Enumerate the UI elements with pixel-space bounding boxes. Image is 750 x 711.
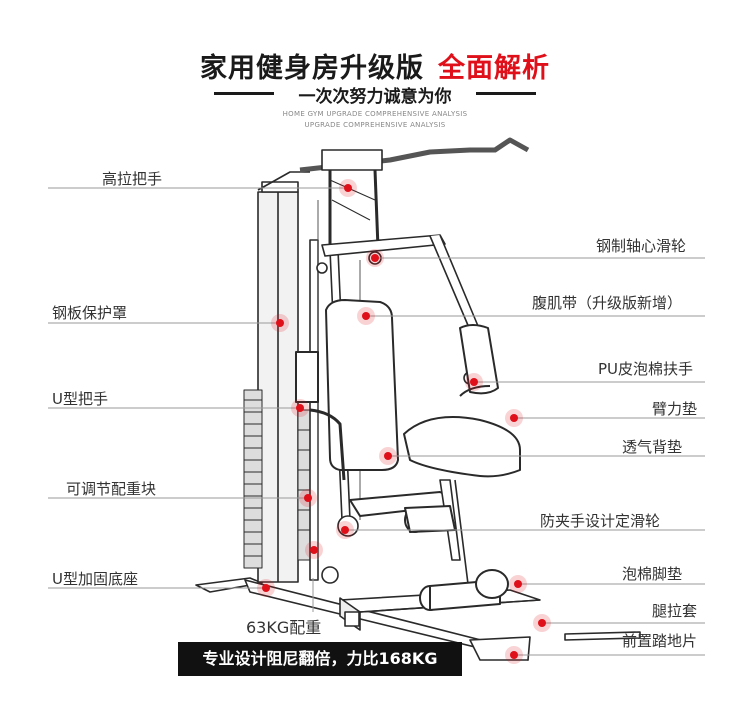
subtitle-bar-left [214,92,274,95]
label-weight-63kg: 63KG配重 [246,618,322,637]
label-back-pad: 透气背垫 [622,438,683,456]
english-subtitle-2: UPGRADE COMPREHENSIVE ANALYSIS [304,121,446,129]
page-title: 家用健身房升级版全面解析 [0,46,750,85]
label-pu-foam-handle: PU皮泡棉扶手 [598,360,694,378]
bottom-banner: 专业设计阻尼翻倍，力比168KG [178,642,462,676]
label-adjustable-weight: 可调节配重块 [66,480,157,498]
title-highlight: 全面解析 [438,53,550,84]
label-steel-guard: 钢板保护罩 [52,304,128,322]
label-arm-pad: 臂力垫 [652,400,698,418]
label-leg-sleeve: 腿拉套 [652,602,698,620]
label-foam-foot-pad: 泡棉脚垫 [622,565,683,583]
leader-lines [48,187,705,656]
english-subtitle-1: HOME GYM UPGRADE COMPREHENSIVE ANALYSIS [282,110,468,118]
label-anti-pinch-pulley: 防夹手设计定滑轮 [540,512,661,530]
label-front-foot-plate: 前置踏地片 [622,632,698,650]
label-u-handle: U型把手 [52,390,108,408]
marker-dots [257,179,551,664]
label-ab-strap: 腹肌带（升级版新增） [532,294,683,312]
label-high-pull-handle: 高拉把手 [102,170,163,188]
subtitle: 一次次努力诚意为你 [298,87,452,107]
subtitle-bar-right [476,92,536,95]
label-steel-pulley: 钢制轴心滑轮 [596,237,687,255]
title-main: 家用健身房升级版 [200,53,424,84]
label-u-base: U型加固底座 [52,570,138,588]
